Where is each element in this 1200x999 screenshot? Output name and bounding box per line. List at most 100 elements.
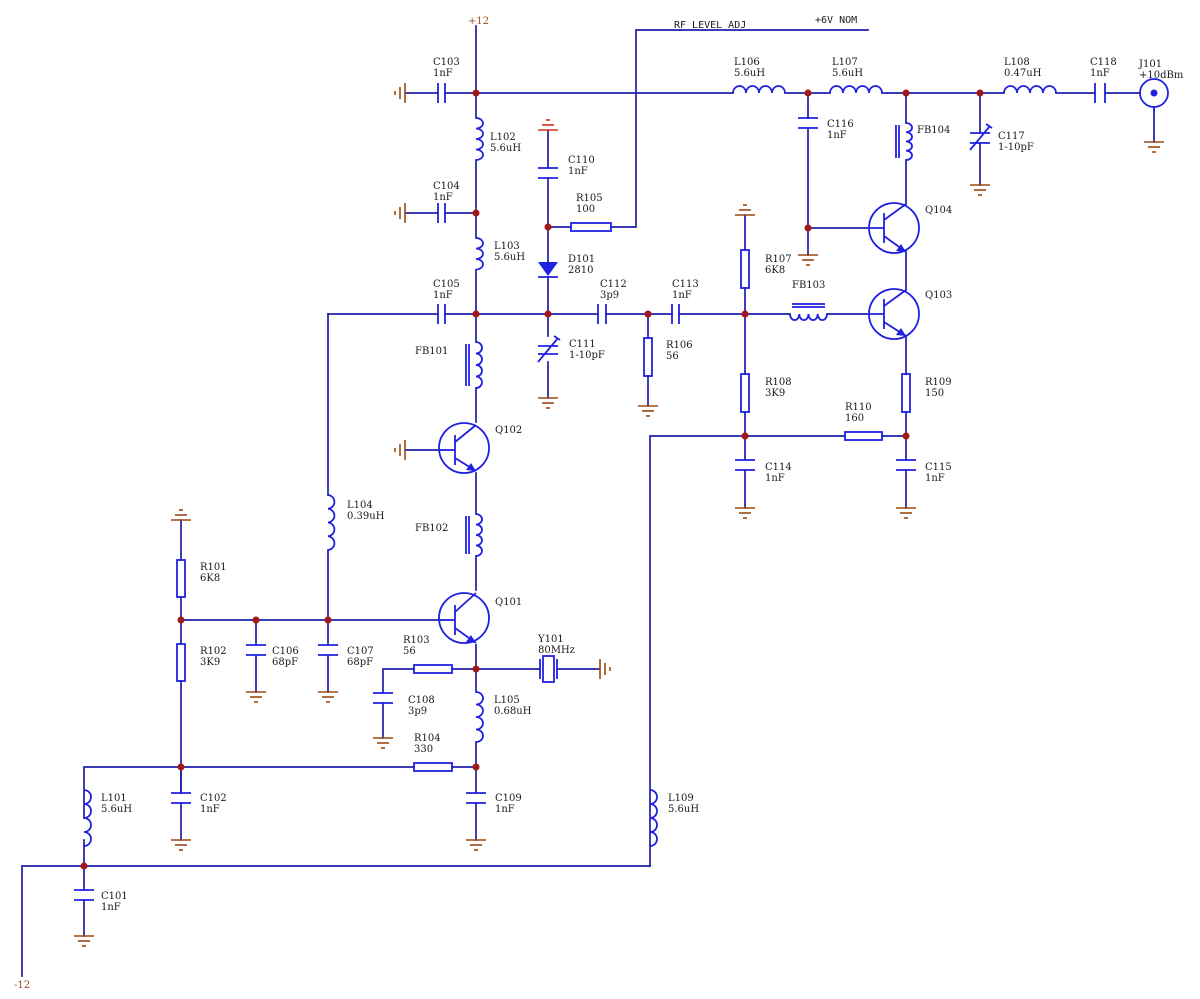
inductor-L109 (649, 789, 658, 847)
ground-symbols (74, 83, 1164, 947)
ferrite-beads (465, 122, 913, 557)
capacitor-C108 (373, 692, 393, 704)
component-label: Y101 (537, 634, 564, 645)
component-label: R110 (845, 402, 872, 413)
ground-C108 (373, 737, 393, 749)
component-label: 330 (414, 744, 433, 755)
component-label: R103 (403, 635, 430, 646)
inductors (83, 85, 1057, 847)
component-label: 1nF (827, 130, 847, 141)
component-label: R108 (765, 377, 792, 388)
component-label: C108 (408, 695, 435, 706)
component-label: Q102 (495, 425, 522, 436)
component-label: L101 (101, 793, 127, 804)
ground-C101 (74, 935, 94, 947)
component-label: 1nF (433, 192, 453, 203)
inductor-L101 (83, 789, 92, 847)
component-label: C102 (200, 793, 227, 804)
diode-D101 (538, 262, 558, 278)
component-label: 68pF (272, 657, 298, 668)
component-label: 5.6uH (101, 804, 132, 815)
component-label: 1nF (925, 473, 945, 484)
component-label: C103 (433, 57, 460, 68)
component-label: C114 (765, 462, 792, 473)
component-label: L106 (734, 57, 760, 68)
svg-text:J101+10dBm: J101+10dBm (1138, 59, 1184, 81)
component-label: 1nF (568, 166, 588, 177)
component-label: Q101 (495, 597, 522, 608)
component-label: FB101 (415, 346, 448, 357)
component-label: 1nF (200, 804, 220, 815)
ground-C106 (246, 691, 266, 703)
resistors (176, 222, 911, 772)
crystal-Y101 (539, 655, 558, 683)
resistor-R102 (176, 643, 186, 682)
junction-dots (80, 89, 984, 870)
component-label: 5.6uH (490, 143, 521, 154)
component-label: FB104 (917, 125, 950, 136)
resistor-R103 (413, 664, 453, 674)
connector-J101 (1139, 78, 1169, 112)
capacitor-C106 (246, 644, 266, 656)
component-label: 5.6uH (734, 68, 765, 79)
capacitor-C103 (437, 83, 446, 103)
capacitor-C110 (538, 167, 558, 179)
component-label: L109 (668, 793, 694, 804)
component-label: C105 (433, 279, 460, 290)
component-label: 0.47uH (1004, 68, 1042, 79)
inductor-L107 (829, 85, 883, 94)
capacitor-C114 (735, 459, 755, 471)
power-label-minus12: -12 (14, 980, 30, 991)
component-label: 3p9 (600, 290, 619, 301)
ground-R101 (171, 509, 191, 521)
component-label: 1nF (433, 290, 453, 301)
component-label: 1nF (495, 804, 515, 815)
component-label: J101 (1138, 59, 1162, 70)
component-label: 6K8 (200, 573, 220, 584)
ground-C104 (394, 203, 406, 223)
ground-C107 (318, 691, 338, 703)
inductor-L105 (475, 691, 484, 743)
component-label: +10dBm (1139, 70, 1184, 81)
resistor-R107 (740, 249, 750, 289)
component-label: C110 (568, 155, 595, 166)
component-label: L102 (490, 132, 516, 143)
component-label: C118 (1090, 57, 1117, 68)
ferrite-bead-FB102 (465, 513, 483, 557)
component-label: C117 (998, 131, 1025, 142)
component-label: 3K9 (765, 388, 785, 399)
ground-J101 (1144, 141, 1164, 153)
component-label: 1nF (672, 290, 692, 301)
component-label: 1nF (101, 902, 121, 913)
ground-R107 (735, 204, 755, 216)
net-label-6v-nom: +6V NOM (815, 15, 857, 26)
capacitor-C105 (437, 304, 446, 324)
component-label: 5.6uH (668, 804, 699, 815)
component-label: 5.6uH (832, 68, 863, 79)
component-label: 2810 (568, 265, 593, 276)
component-label: R104 (414, 733, 441, 744)
component-label: 68pF (347, 657, 373, 668)
